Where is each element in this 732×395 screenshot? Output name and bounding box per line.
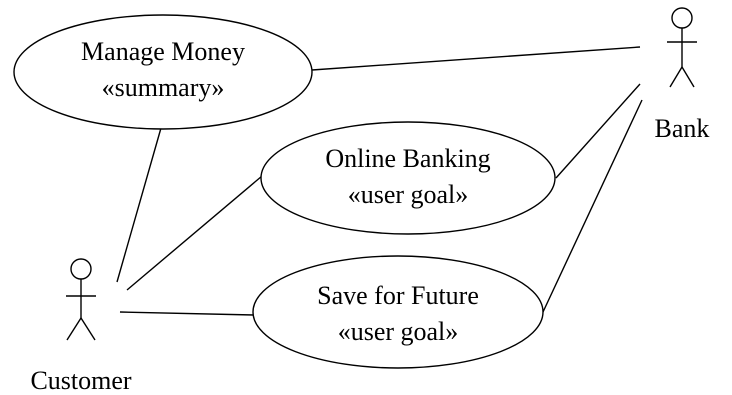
association-bank-manage-money: [311, 46, 641, 71]
use-case-online-banking-stereotype: «user goal»: [348, 180, 469, 209]
actor-customer-head-icon: [70, 258, 92, 280]
use-case-manage-money[interactable]: Manage Money «summary»: [13, 14, 313, 130]
use-case-save-for-future-ellipse: [252, 255, 544, 369]
actor-bank-label: Bank: [655, 114, 710, 143]
actor-customer-label: Customer: [30, 366, 131, 395]
actor-customer[interactable]: [66, 258, 96, 341]
actor-customer-left-leg: [66, 317, 82, 341]
association-customer-save-for-future: [119, 311, 255, 316]
actor-bank[interactable]: [667, 7, 697, 88]
use-case-online-banking-ellipse: [260, 121, 556, 235]
association-customer-manage-money: [116, 127, 162, 283]
association-customer-online-banking: [126, 175, 263, 291]
use-case-online-banking-title: Online Banking: [325, 144, 490, 173]
use-case-save-for-future[interactable]: Save for Future «user goal»: [252, 255, 544, 369]
actor-customer-right-leg: [80, 317, 96, 341]
use-case-save-for-future-stereotype: «user goal»: [338, 317, 459, 346]
use-case-save-for-future-title: Save for Future: [317, 281, 479, 310]
actor-bank-head-icon: [671, 7, 693, 29]
use-case-manage-money-title: Manage Money: [81, 37, 245, 66]
association-bank-online-banking: [555, 83, 641, 179]
use-case-online-banking[interactable]: Online Banking «user goal»: [260, 121, 556, 235]
use-case-manage-money-ellipse: [13, 14, 313, 130]
use-case-manage-money-stereotype: «summary»: [102, 73, 225, 102]
actor-bank-left-leg: [669, 66, 683, 88]
association-bank-save-for-future: [542, 99, 643, 313]
actor-bank-right-leg: [681, 66, 695, 88]
